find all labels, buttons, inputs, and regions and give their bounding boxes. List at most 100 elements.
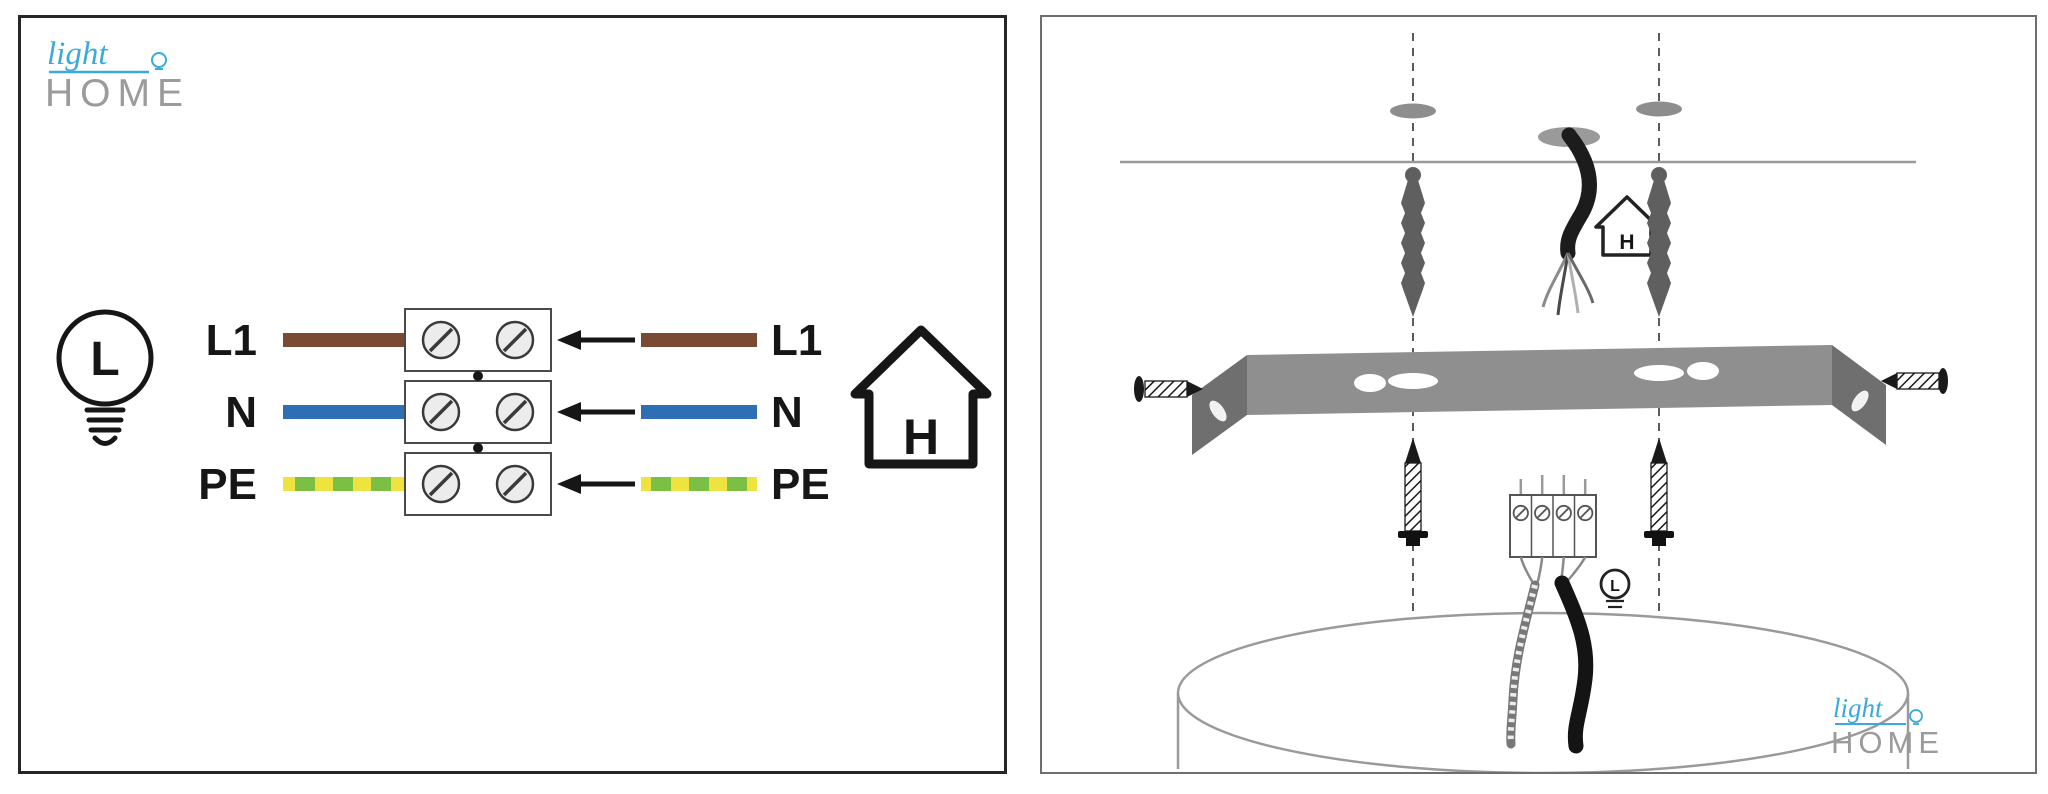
screw-slot	[428, 471, 454, 497]
house-symbol-label: H	[903, 409, 939, 465]
wall-plug-left	[1401, 167, 1425, 317]
bulb-screw-base	[84, 407, 126, 446]
terminal-wire	[1519, 556, 1536, 586]
mains-wire	[1556, 252, 1570, 316]
screw-slot	[1537, 507, 1548, 519]
terminal-screw-slots	[428, 327, 528, 497]
wire-left-pe-stripe	[295, 477, 315, 491]
brand-logo: light HOME	[45, 36, 190, 115]
screw-thread	[1144, 380, 1188, 398]
lamp-marker-glass	[1599, 568, 1631, 600]
wire-right-pe-stripe	[689, 477, 709, 491]
lamp-marker: L	[1599, 568, 1631, 609]
lamp-marker-label: L	[1610, 578, 1620, 595]
mains-wire	[1566, 252, 1595, 304]
screw-slot	[1558, 507, 1569, 519]
wire-left-pe	[283, 477, 405, 491]
wire-label-left-pe: PE	[198, 460, 257, 509]
terminal-block	[404, 308, 552, 516]
wall-plug-body	[1401, 203, 1425, 317]
screw-head-icon	[1938, 368, 1948, 394]
screw-head-icon	[1134, 376, 1144, 402]
wall-plug-cap	[1405, 167, 1421, 183]
screw-slot	[1515, 507, 1526, 519]
screw-head-knob	[1406, 538, 1420, 546]
wire-label-right-pe: PE	[771, 460, 830, 509]
terminal-wire	[1565, 556, 1587, 584]
wiring-row-pe: PE PE	[198, 460, 829, 509]
house-outline	[850, 325, 992, 469]
terminal-divider-dot	[473, 443, 483, 453]
brand-light-text: light	[47, 36, 108, 72]
brand-bulb-icon	[1909, 709, 1923, 725]
wire-right-pe-stripe	[651, 477, 671, 491]
wire-left-pe-stripe	[333, 477, 353, 491]
terminal-screw-slots	[1515, 507, 1591, 519]
wall-plug-right	[1647, 167, 1671, 317]
screw-slot	[428, 327, 454, 353]
wire-label-left-l1: L1	[206, 316, 257, 365]
screw-slot	[1580, 507, 1591, 519]
screw-head-icon	[1398, 531, 1428, 538]
cover-cap-left	[1390, 103, 1436, 119]
house-marker-label: H	[1619, 231, 1634, 254]
screw-tip	[1881, 373, 1897, 389]
wire-left-pe-stripe	[371, 477, 391, 491]
screw-thread	[1896, 372, 1940, 390]
bracket-flange-hole	[1851, 390, 1869, 412]
lamp-canopy	[1176, 611, 1910, 772]
ceiling-cable-group	[1538, 127, 1600, 316]
wire-right-pe	[641, 477, 757, 491]
wall-plug-collar	[1401, 180, 1425, 203]
wiring-diagram: light HOME L	[45, 36, 992, 516]
wall-plug-cap	[1651, 167, 1667, 183]
mounting-diagram: H	[1120, 33, 1948, 772]
wire-right-n	[641, 405, 757, 419]
wire-left-n	[283, 405, 405, 419]
braided-cable-texture	[1507, 584, 1538, 745]
arrow-head-n	[557, 402, 581, 422]
screw-head-icon	[1644, 531, 1674, 538]
screw-tip	[1187, 381, 1203, 397]
mounting-screw-left	[1398, 438, 1428, 546]
screw-tip	[1651, 438, 1667, 463]
fixture-cable	[1554, 575, 1594, 754]
brand-home-text: HOME	[45, 72, 190, 115]
terminal-bottom-wires	[1519, 556, 1587, 586]
mains-wire	[1566, 252, 1580, 314]
wiring-diagram-panel: light HOME L	[18, 15, 1007, 774]
screw-thread	[1650, 462, 1668, 532]
brand-bulb-glass	[1909, 709, 1923, 723]
canopy-rim	[1176, 611, 1910, 772]
terminal-wire	[1535, 556, 1544, 586]
terminal-dividers	[1530, 495, 1576, 557]
mains-cable	[1560, 127, 1597, 261]
terminal-divider-dot	[473, 371, 483, 381]
cover-cap-right	[1636, 101, 1682, 117]
mounting-screw-right	[1644, 438, 1674, 546]
screw-tip	[1405, 438, 1421, 463]
lamp-symbol: L	[56, 309, 154, 446]
wire-right-l1	[641, 333, 757, 347]
bulb-glass	[56, 309, 154, 407]
side-screw-left	[1134, 376, 1203, 402]
wiring-row-l1: L1 L1	[206, 316, 823, 365]
arrow-head-l1	[557, 330, 581, 350]
wall-plug-collar	[1647, 180, 1671, 203]
bracket-hole	[1687, 362, 1719, 380]
brand-logo-small: light HOME	[1831, 693, 1944, 760]
bracket-slot	[1634, 365, 1684, 381]
brand-home-text: HOME	[1831, 725, 1944, 760]
bracket-bar	[1247, 345, 1832, 415]
mounting-bracket	[1192, 345, 1886, 455]
screw-slot	[502, 471, 528, 497]
screw-slot	[502, 399, 528, 425]
screw-head-knob	[1652, 538, 1666, 546]
wire-label-right-l1: L1	[771, 316, 822, 365]
brand-bulb-icon	[151, 52, 167, 70]
lamp-symbol-label: L	[90, 333, 119, 386]
screw-slot	[502, 327, 528, 353]
arrow-head-pe	[557, 474, 581, 494]
wall-plug-body	[1647, 203, 1671, 317]
